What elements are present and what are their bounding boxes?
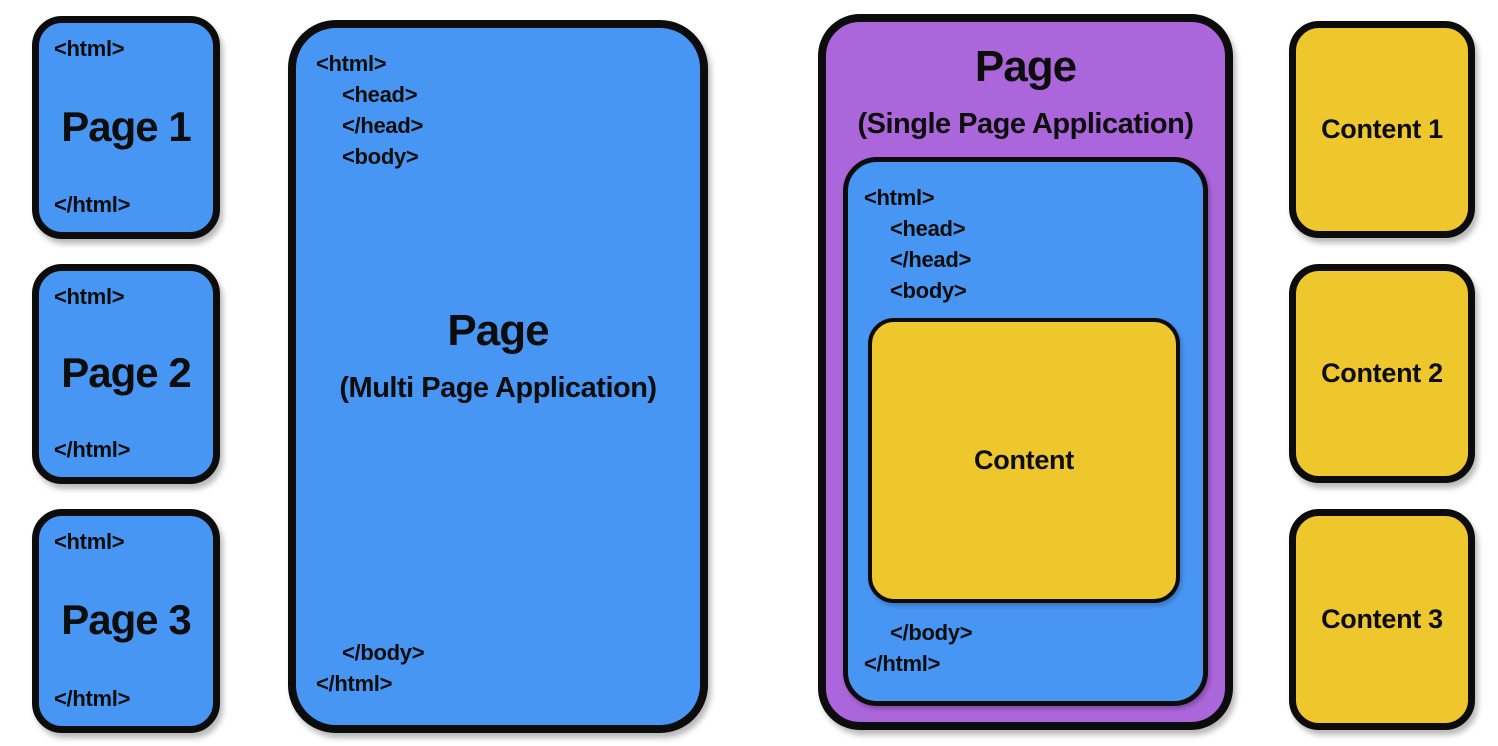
mpa-title: Page — [447, 306, 549, 355]
spa-content-box: Content — [868, 318, 1180, 603]
body-open-tag: <body> — [890, 278, 967, 303]
spa-document-box: <html> <head> </head> <body> Content </b… — [843, 157, 1208, 706]
spa-subtitle: (Single Page Application) — [857, 108, 1194, 140]
html-close-tag: </html> — [864, 651, 941, 676]
page-1-label: Page 1 — [61, 102, 191, 150]
mpa-page-1-box: <html> Page 1 </html> — [32, 16, 220, 239]
head-open-tag: <head> — [342, 82, 418, 107]
body-open-tag: <body> — [342, 144, 419, 169]
mpa-bottom-tags: </body> </html> — [316, 637, 425, 699]
spa-top-tags: <html> <head> </head> <body> — [864, 182, 971, 306]
html-open-tag: <html> — [54, 284, 125, 309]
html-close-tag: </html> — [54, 437, 131, 462]
mpa-title-block: Page (Multi Page Application) — [296, 304, 700, 408]
spa-bottom-tags: </body> </html> — [864, 617, 973, 679]
spa-title-block: Page (Single Page Application) — [826, 40, 1225, 144]
html-open-tag: <html> — [864, 185, 935, 210]
page-3-label: Page 3 — [61, 596, 191, 643]
mpa-top-tags: <html> <head> </head> <body> — [316, 48, 423, 172]
head-close-tag: </head> — [342, 113, 424, 138]
spa-box: Page (Single Page Application) <html> <h… — [818, 14, 1233, 730]
body-close-tag: </body> — [890, 620, 973, 645]
html-open-tag: <html> — [54, 529, 125, 554]
spa-content-1-box: Content 1 — [1289, 21, 1475, 238]
mpa-page-3-box: <html> Page 3 </html> — [32, 509, 220, 733]
spa-content-label: Content — [974, 445, 1074, 475]
content-2-label: Content 2 — [1321, 358, 1443, 388]
page-2-label: Page 2 — [61, 349, 191, 396]
html-open-tag: <html> — [54, 36, 125, 61]
head-close-tag: </head> — [890, 247, 972, 272]
content-3-label: Content 3 — [1321, 604, 1443, 634]
spa-title: Page — [974, 42, 1077, 91]
html-close-tag: </html> — [54, 192, 131, 217]
html-close-tag: </html> — [54, 686, 131, 711]
body-close-tag: </body> — [342, 640, 425, 665]
content-1-label: Content 1 — [1321, 114, 1443, 144]
mpa-document-box: <html> <head> </head> <body> Page (Multi… — [288, 20, 708, 733]
spa-content-2-box: Content 2 — [1289, 264, 1475, 483]
html-open-tag: <html> — [316, 51, 387, 76]
spa-content-3-box: Content 3 — [1289, 509, 1475, 730]
head-open-tag: <head> — [890, 216, 966, 241]
mpa-subtitle: (Multi Page Application) — [339, 372, 657, 404]
mpa-page-2-box: <html> Page 2 </html> — [32, 264, 220, 484]
html-close-tag: </html> — [316, 671, 393, 696]
